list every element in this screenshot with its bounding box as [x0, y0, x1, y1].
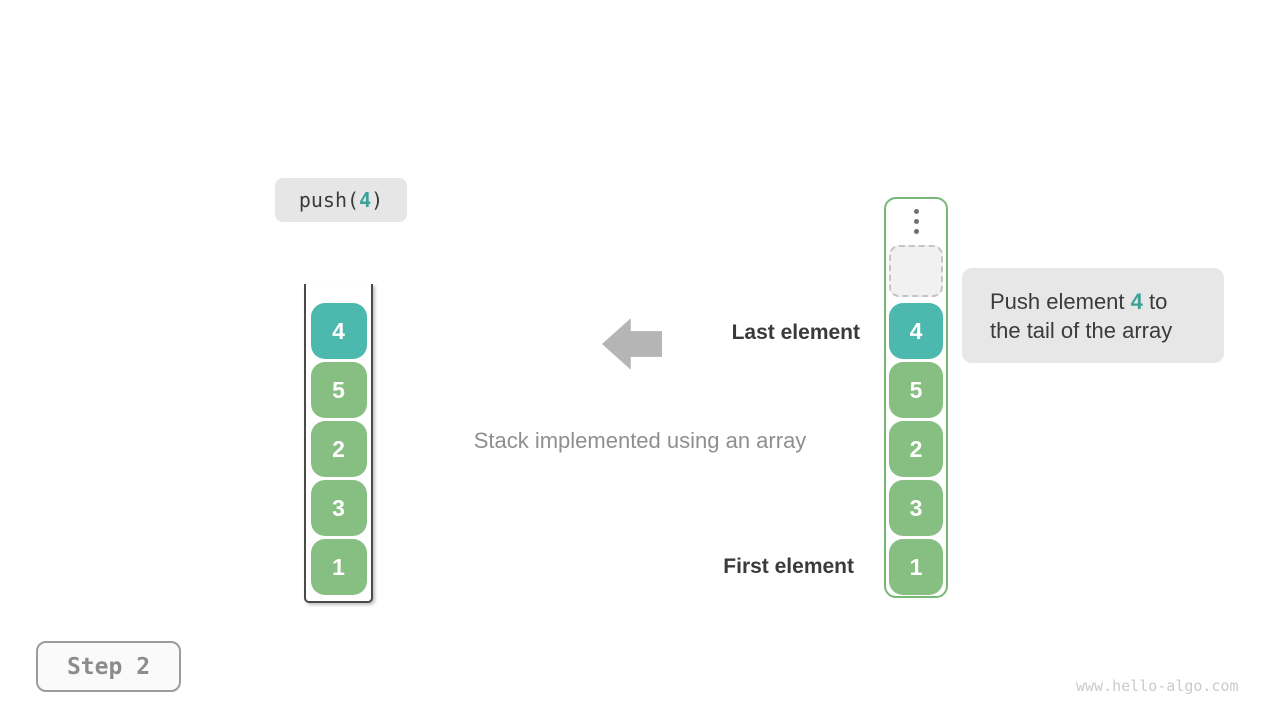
array-cell: 3 — [889, 480, 943, 536]
push-call-suffix: ) — [371, 188, 384, 212]
array-cells: 4 5 2 3 1 — [889, 303, 943, 595]
array-cell: 1 — [889, 539, 943, 595]
push-argument: 4 — [359, 188, 372, 212]
dot — [913, 219, 919, 224]
tooltip-line2: the tail of the array — [990, 317, 1173, 343]
tooltip-bubble: Push element 4 to the tail of the array — [962, 268, 1224, 363]
caption-text: Stack implemented using an array — [473, 428, 807, 453]
watermark-text: www.hello-algo.com — [1076, 677, 1239, 695]
tooltip-line1: Push element 4 to — [990, 287, 1224, 316]
array-cell: 2 — [889, 421, 943, 477]
stack-container: 4 5 2 3 1 — [304, 284, 373, 603]
stack-box: 5 — [310, 362, 367, 418]
tooltip-line1-suffix: to — [1142, 288, 1168, 314]
stack-box: 1 — [310, 539, 367, 595]
dot — [913, 209, 919, 214]
left-arrow-icon — [602, 318, 662, 370]
array-cell: 5 — [889, 362, 943, 418]
tooltip-line1-prefix: Push element — [990, 288, 1131, 314]
push-call-prefix: push( — [298, 188, 360, 212]
dot — [913, 229, 919, 234]
array-cell-pushed: 4 — [889, 303, 943, 359]
first-element-label: First element — [723, 555, 854, 578]
empty-slot-placeholder — [889, 245, 943, 297]
ellipsis-icon — [913, 209, 919, 234]
stack-box: 3 — [310, 480, 367, 536]
array-container: 4 5 2 3 1 — [884, 197, 948, 598]
last-element-label: Last element — [731, 321, 860, 344]
stack-box-top: 4 — [310, 303, 367, 359]
step-badge: Step 2 — [36, 641, 181, 692]
tooltip-highlight: 4 — [1130, 288, 1143, 314]
push-operation-badge: push(4) — [275, 178, 407, 222]
stack-box: 2 — [310, 421, 367, 477]
